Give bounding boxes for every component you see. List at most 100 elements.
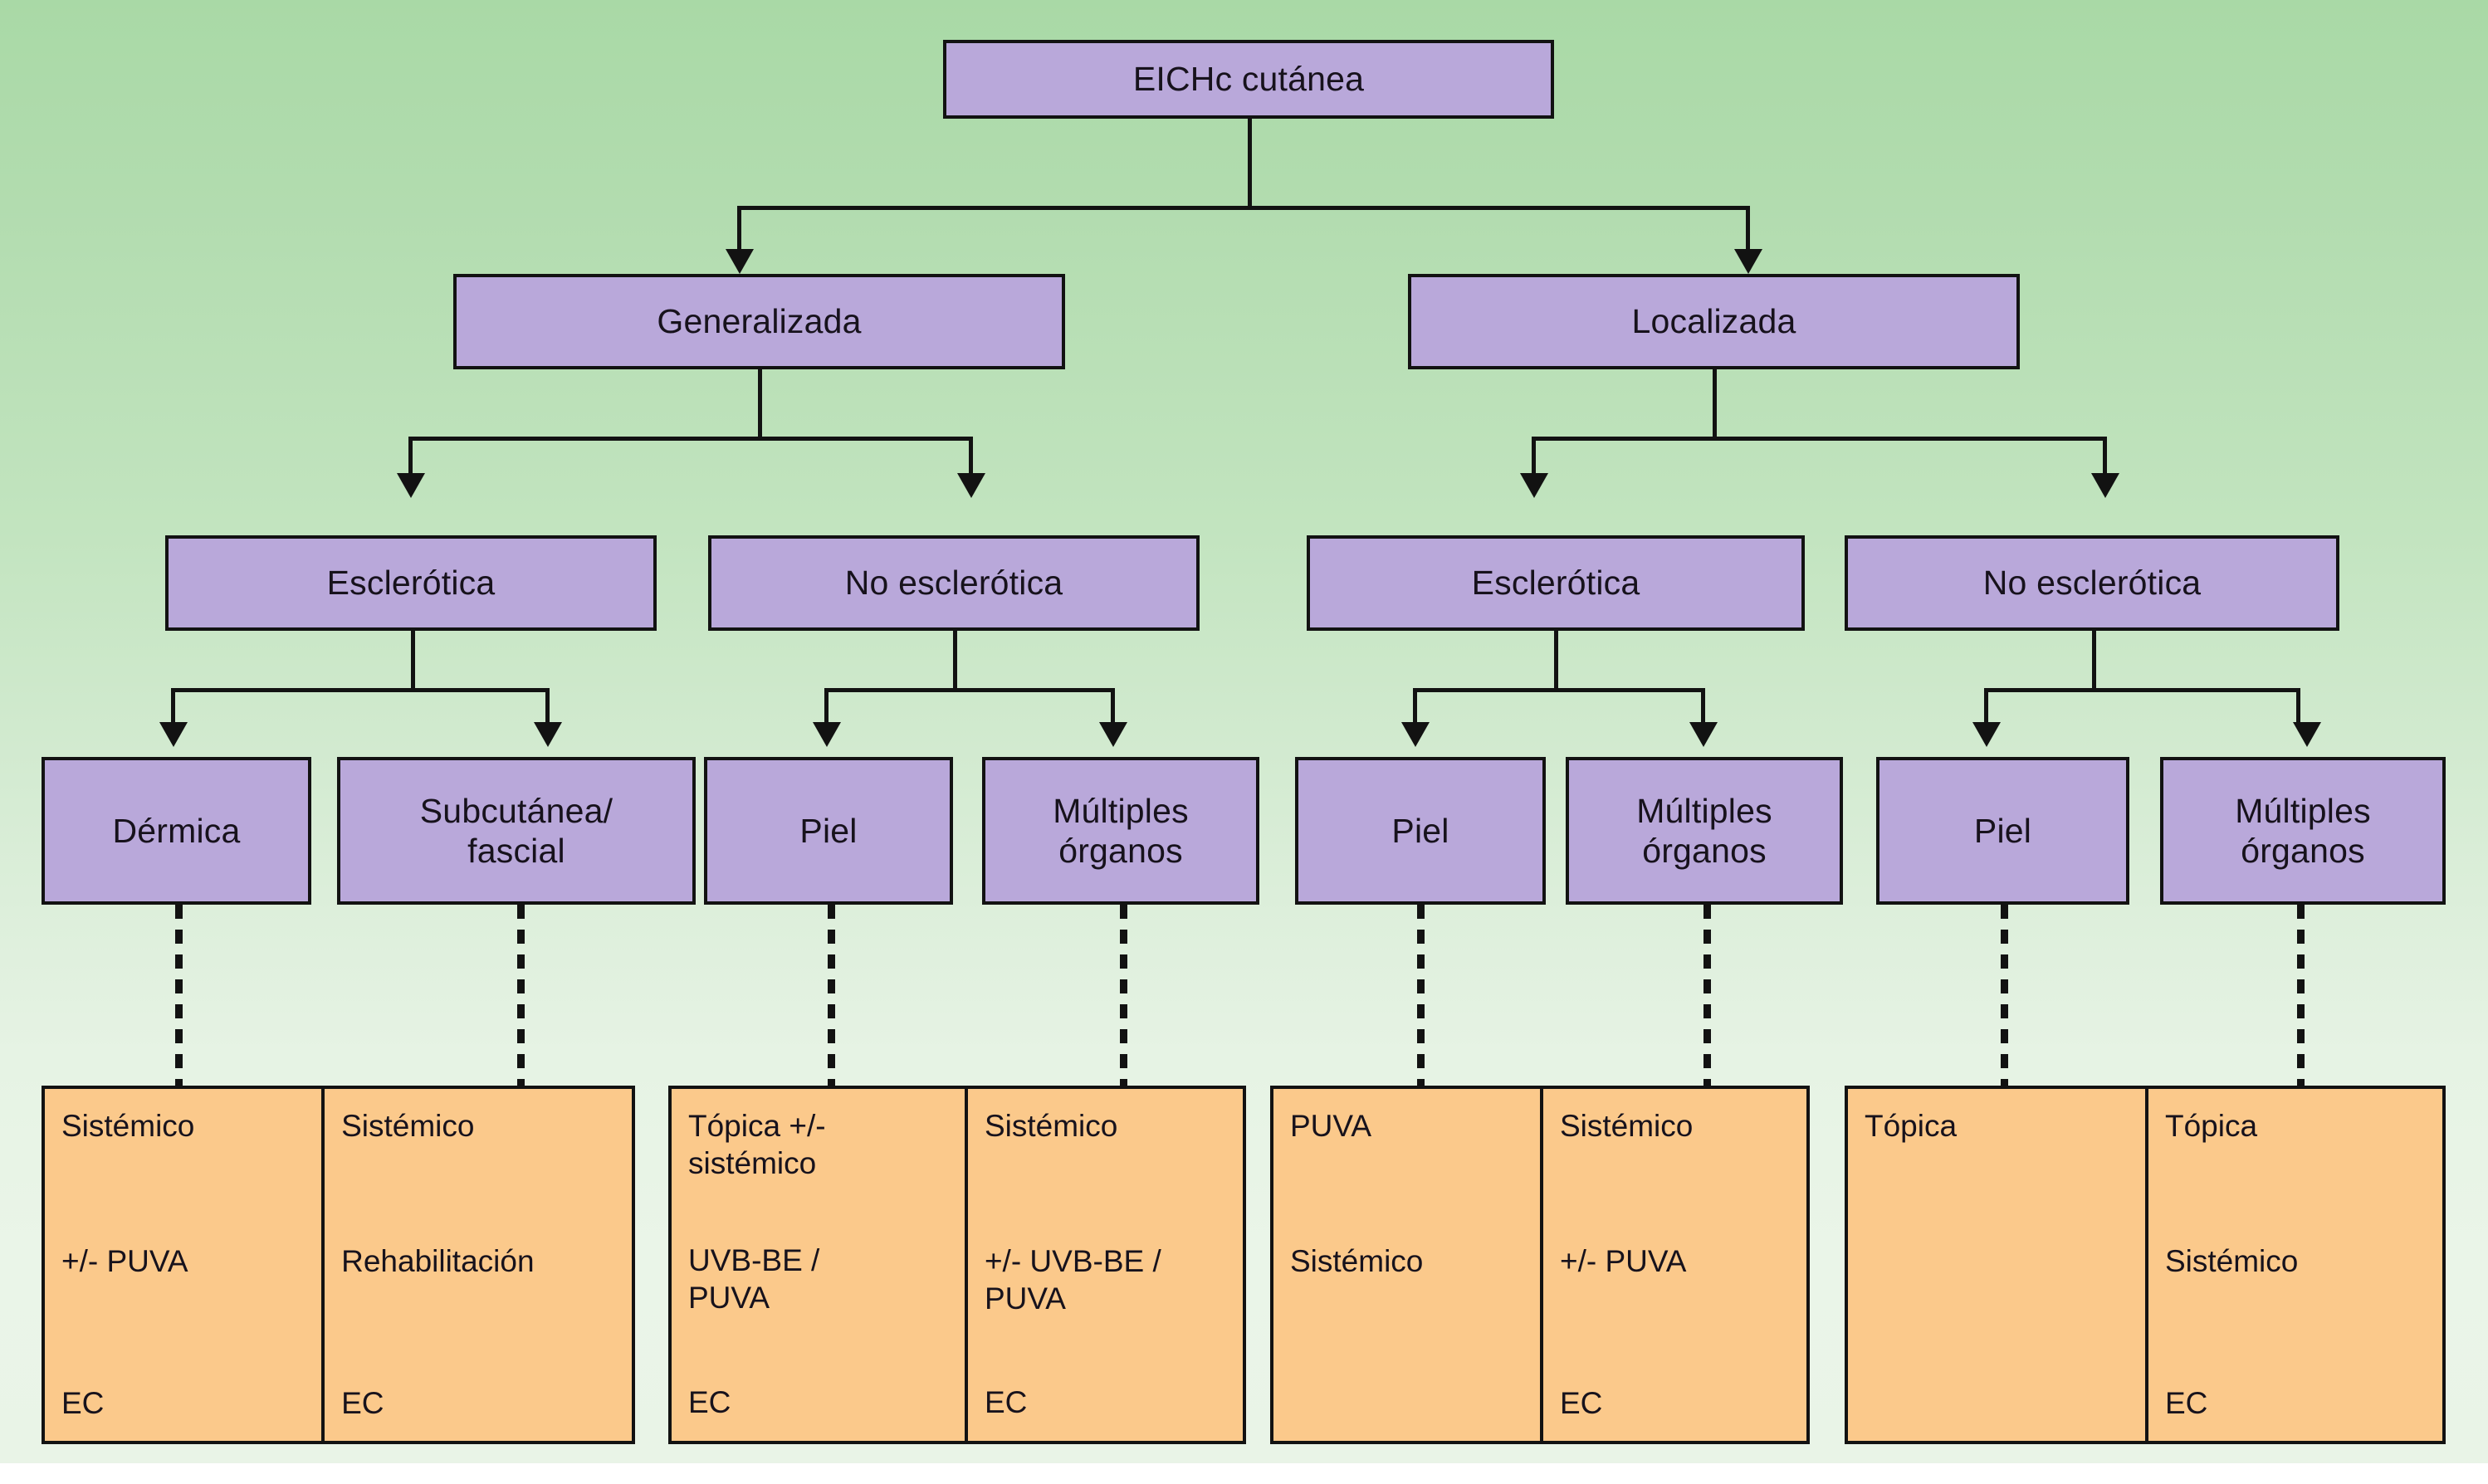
treatment-cell-piel-loc-esc[interactable]: PUVA Sistémico (1273, 1089, 1540, 1441)
dashed-link-multiples-loc-noesc (2297, 905, 2305, 1086)
node-esclerotica-localizada[interactable]: Esclerótica (1307, 535, 1805, 631)
connector-esc-gen-bus (171, 688, 550, 692)
connector-noesc-loc-left-drop (1984, 688, 1988, 727)
connector-root-left-drop (737, 206, 741, 254)
treatment-spacer (1560, 1280, 1806, 1384)
arrow-to-no-esclerotica-loc (2091, 473, 2119, 498)
treatment-line: Sistémico (1290, 1244, 1424, 1279)
node-multiples-loc-noesc-line2: órganos (2241, 832, 2365, 870)
node-esclerotica-localizada-label: Esclerótica (1471, 564, 1640, 603)
node-piel-localizada-esc-label: Piel (1391, 811, 1449, 850)
dashed-link-piel-gen (828, 905, 835, 1086)
treatment-spacer (341, 1145, 632, 1242)
node-multiples-organos-localizada-esclerotica[interactable]: Múltiples órganos (1566, 757, 1843, 905)
connector-generalizada-right-drop (969, 437, 973, 478)
arrow-to-piel-loc-esc (1401, 722, 1430, 747)
connector-esc-loc-left-drop (1413, 688, 1417, 727)
treatment-spacer (2165, 1280, 2442, 1384)
treatment-line: +/- PUVA (1559, 1244, 1687, 1279)
dashed-link-multiples-gen (1120, 905, 1127, 1086)
node-esclerotica-generalizada[interactable]: Esclerótica (165, 535, 657, 631)
node-esclerotica-generalizada-label: Esclerótica (326, 564, 496, 603)
node-multiples-organos-generalizada[interactable]: Múltiples órganos (982, 757, 1259, 905)
treatment-cell-subcutanea[interactable]: Sistémico Rehabilitación EC (321, 1089, 632, 1441)
node-multiples-gen-line2: órganos (1058, 832, 1183, 870)
treatment-group-localizada-esclerotica[interactable]: PUVA Sistémico Sistémico +/- PUVA EC (1270, 1086, 1810, 1444)
node-dermica[interactable]: Dérmica (42, 757, 311, 905)
treatment-cell-piel-loc-noesc[interactable]: Tópica (1848, 1089, 2145, 1441)
treatment-cell-piel-gen[interactable]: Tópica +/- sistémico UVB-BE / PUVA EC (672, 1089, 965, 1441)
dashed-link-multiples-loc-esc (1703, 905, 1711, 1086)
treatment-line: Sistémico (61, 1109, 195, 1143)
dashed-link-dermica (175, 905, 183, 1086)
node-piel-localizada-no-esclerotica[interactable]: Piel (1876, 757, 2129, 905)
arrow-to-esclerotica-loc (1520, 473, 1548, 498)
node-piel-generalizada[interactable]: Piel (704, 757, 953, 905)
connector-root-bus (737, 206, 1750, 210)
treatment-line: EC (984, 1385, 1028, 1420)
node-multiples-loc-esc-label: Múltiples órganos (1630, 791, 1779, 871)
node-generalizada-label: Generalizada (657, 302, 862, 341)
arrow-to-piel-gen (813, 722, 841, 747)
node-no-esclerotica-generalizada[interactable]: No esclerótica (708, 535, 1200, 631)
connector-noesc-loc-bus (1984, 688, 2300, 692)
connector-esc-gen-stem (411, 631, 415, 691)
node-subcutanea-fascial-label: Subcutánea/ fascial (413, 791, 619, 871)
treatment-group-generalizada-no-esclerotica[interactable]: Tópica +/- sistémico UVB-BE / PUVA EC Si… (668, 1086, 1246, 1444)
treatment-cell-dermica[interactable]: Sistémico +/- PUVA EC (45, 1089, 321, 1441)
node-no-esclerotica-localizada[interactable]: No esclerótica (1845, 535, 2339, 631)
treatment-spacer (61, 1145, 321, 1242)
treatment-spacer (2165, 1145, 2442, 1242)
node-no-esclerotica-localizada-label: No esclerótica (1982, 564, 2202, 603)
treatment-spacer (1560, 1145, 1806, 1242)
node-no-esclerotica-generalizada-label: No esclerótica (844, 564, 1063, 603)
arrow-to-generalizada (726, 249, 754, 274)
node-multiples-organos-localizada-no-esclerotica[interactable]: Múltiples órganos (2160, 757, 2446, 905)
connector-noesc-gen-right-drop (1111, 688, 1115, 727)
node-dermica-label: Dérmica (112, 811, 241, 850)
treatment-group-generalizada-esclerotica[interactable]: Sistémico +/- PUVA EC Sistémico Rehabili… (42, 1086, 635, 1444)
bottom-white-strip (0, 1463, 2488, 1484)
arrow-to-piel-loc-noesc (1972, 722, 2001, 747)
node-multiples-loc-esc-line2: órganos (1642, 832, 1767, 870)
connector-esc-loc-bus (1413, 688, 1705, 692)
node-localizada[interactable]: Localizada (1408, 274, 2020, 369)
treatment-spacer (61, 1280, 321, 1384)
connector-localizada-stem (1713, 369, 1717, 440)
node-subcutanea-line1: Subcutánea/ (419, 791, 613, 830)
treatment-line: Sistémico (2164, 1244, 2299, 1279)
treatment-cell-multiples-gen[interactable]: Sistémico +/- UVB-BE / PUVA EC (964, 1089, 1243, 1441)
connector-noesc-gen-bus (824, 688, 1115, 692)
dashed-link-piel-loc-noesc (2001, 905, 2008, 1086)
connector-localizada-right-drop (2103, 437, 2107, 478)
treatment-line: EC (341, 1386, 384, 1421)
connector-noesc-gen-left-drop (824, 688, 829, 727)
treatment-spacer (985, 1145, 1243, 1242)
node-generalizada[interactable]: Generalizada (453, 274, 1065, 369)
node-multiples-loc-noesc-line1: Múltiples (2235, 791, 2371, 830)
treatment-line: PUVA (1290, 1109, 1372, 1143)
arrow-to-localizada (1734, 249, 1762, 274)
arrow-to-multiples-loc-esc (1689, 722, 1718, 747)
node-multiples-loc-noesc-label: Múltiples órganos (2228, 791, 2378, 871)
treatment-spacer (985, 1317, 1243, 1384)
treatment-line: Tópica (2164, 1109, 2258, 1143)
treatment-cell-multiples-loc-noesc[interactable]: Tópica Sistémico EC (2144, 1089, 2442, 1441)
treatment-group-localizada-no-esclerotica[interactable]: Tópica Tópica Sistémico EC (1845, 1086, 2446, 1444)
treatment-line: Sistémico (984, 1109, 1118, 1143)
node-subcutanea-line2: fascial (467, 832, 565, 870)
node-multiples-generalizada-label: Múltiples órganos (1046, 791, 1195, 871)
treatment-spacer (1290, 1145, 1540, 1242)
treatment-line: PUVA (688, 1281, 770, 1316)
arrow-to-multiples-loc-noesc (2293, 722, 2321, 747)
node-multiples-loc-esc-line1: Múltiples (1636, 791, 1772, 830)
node-piel-localizada-esclerotica[interactable]: Piel (1295, 757, 1546, 905)
connector-esc-loc-right-drop (1701, 688, 1705, 727)
arrow-to-esclerotica-gen (397, 473, 425, 498)
node-subcutanea-fascial[interactable]: Subcutánea/ fascial (337, 757, 696, 905)
node-root-eichc-cutanea[interactable]: EICHc cutánea (943, 40, 1554, 119)
treatment-spacer (688, 1182, 965, 1242)
treatment-line: sistémico (688, 1146, 817, 1181)
treatment-cell-multiples-loc-esc[interactable]: Sistémico +/- PUVA EC (1539, 1089, 1806, 1441)
